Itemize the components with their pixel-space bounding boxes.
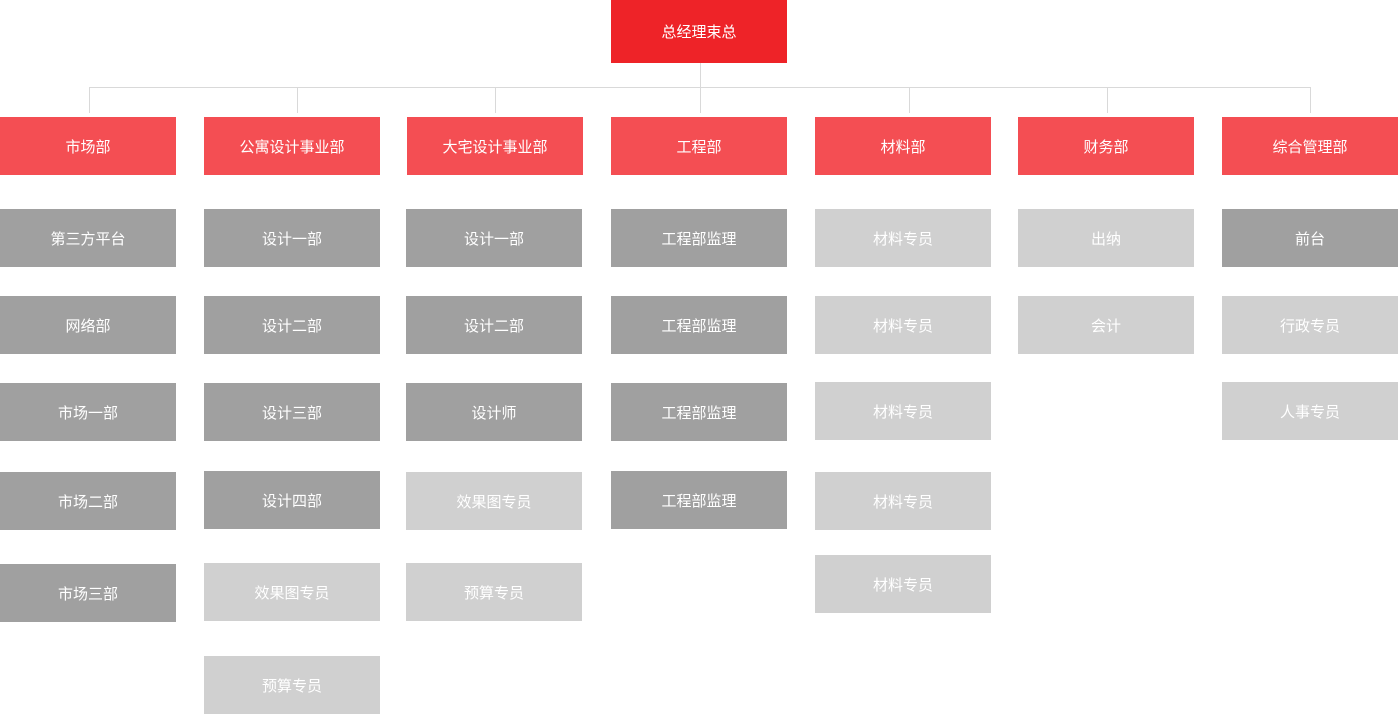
- sub-node: 工程部监理: [611, 209, 787, 267]
- connector-drop: [297, 87, 298, 113]
- dept-villa-design: 大宅设计事业部: [407, 117, 583, 175]
- sub-node: 材料专员: [815, 555, 991, 613]
- sub-node: 设计二部: [204, 296, 380, 354]
- sub-node: 材料专员: [815, 382, 991, 440]
- sub-node: 设计一部: [204, 209, 380, 267]
- connector-drop: [89, 87, 90, 113]
- sub-node: 设计一部: [406, 209, 582, 267]
- sub-node: 第三方平台: [0, 209, 176, 267]
- connector-drop: [1107, 87, 1108, 113]
- sub-node: 市场三部: [0, 564, 176, 622]
- sub-node: 网络部: [0, 296, 176, 354]
- sub-node: 会计: [1018, 296, 1194, 354]
- sub-node: 设计三部: [204, 383, 380, 441]
- sub-node: 市场一部: [0, 383, 176, 441]
- dept-marketing: 市场部: [0, 117, 176, 175]
- sub-node: 设计四部: [204, 471, 380, 529]
- dept-finance: 财务部: [1018, 117, 1194, 175]
- sub-node: 前台: [1222, 209, 1398, 267]
- sub-node: 材料专员: [815, 472, 991, 530]
- dept-general-admin: 综合管理部: [1222, 117, 1398, 175]
- general-manager-node: 总经理束总: [611, 0, 787, 63]
- sub-node: 设计师: [406, 383, 582, 441]
- sub-node: 预算专员: [204, 656, 380, 714]
- dept-engineering: 工程部: [611, 117, 787, 175]
- sub-node: 出纳: [1018, 209, 1194, 267]
- sub-node: 效果图专员: [204, 563, 380, 621]
- sub-node: 工程部监理: [611, 471, 787, 529]
- sub-node: 市场二部: [0, 472, 176, 530]
- sub-node: 材料专员: [815, 296, 991, 354]
- dept-materials: 材料部: [815, 117, 991, 175]
- connector-top-vertical: [700, 63, 701, 87]
- sub-node: 预算专员: [406, 563, 582, 621]
- connector-drop: [1310, 87, 1311, 113]
- sub-node: 工程部监理: [611, 383, 787, 441]
- sub-node: 人事专员: [1222, 382, 1398, 440]
- connector-drop: [495, 87, 496, 113]
- connector-drop: [909, 87, 910, 113]
- dept-apartment-design: 公寓设计事业部: [204, 117, 380, 175]
- sub-node: 行政专员: [1222, 296, 1398, 354]
- connector-drop: [700, 87, 701, 113]
- sub-node: 设计二部: [406, 296, 582, 354]
- sub-node: 效果图专员: [406, 472, 582, 530]
- sub-node: 材料专员: [815, 209, 991, 267]
- sub-node: 工程部监理: [611, 296, 787, 354]
